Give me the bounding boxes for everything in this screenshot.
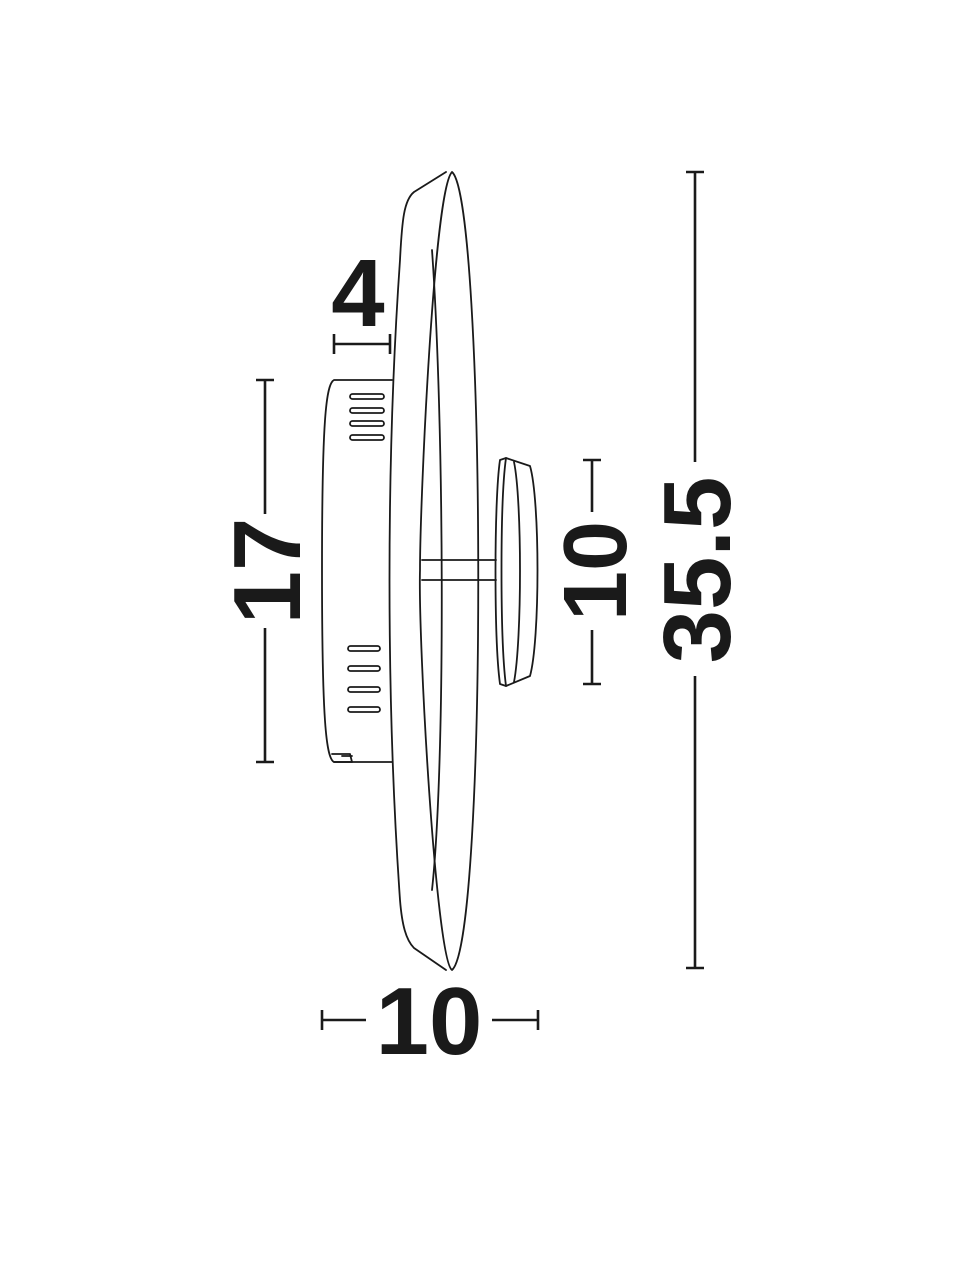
label-mount-height: 10 [546, 521, 646, 621]
vent-slots-top [349, 393, 385, 441]
shade-back-face [388, 171, 447, 971]
dimension-body-height: 17 [214, 378, 321, 764]
dimension-mount-height: 10 [546, 458, 646, 686]
label-height-total: 35.5 [644, 477, 751, 664]
shade-inner-rim [431, 249, 443, 891]
mount-disc-face [513, 461, 521, 683]
vent-slots-bottom [347, 645, 381, 713]
lamp-shade [388, 171, 480, 971]
shade-outer-rim [418, 171, 480, 971]
dimension-body-depth: 4 [331, 240, 392, 354]
dimension-depth-total: 10 [320, 968, 540, 1075]
mount-disc [494, 457, 539, 687]
label-body-depth: 4 [331, 240, 384, 347]
mount-disc-inner [500, 457, 507, 687]
connecting-arm [421, 559, 497, 581]
housing-latch [331, 753, 353, 763]
wall-housing [321, 379, 393, 763]
label-depth-total: 10 [376, 968, 483, 1075]
dimension-height-total: 35.5 [644, 170, 751, 970]
housing-outline [321, 379, 393, 763]
label-body-height: 17 [214, 518, 321, 625]
